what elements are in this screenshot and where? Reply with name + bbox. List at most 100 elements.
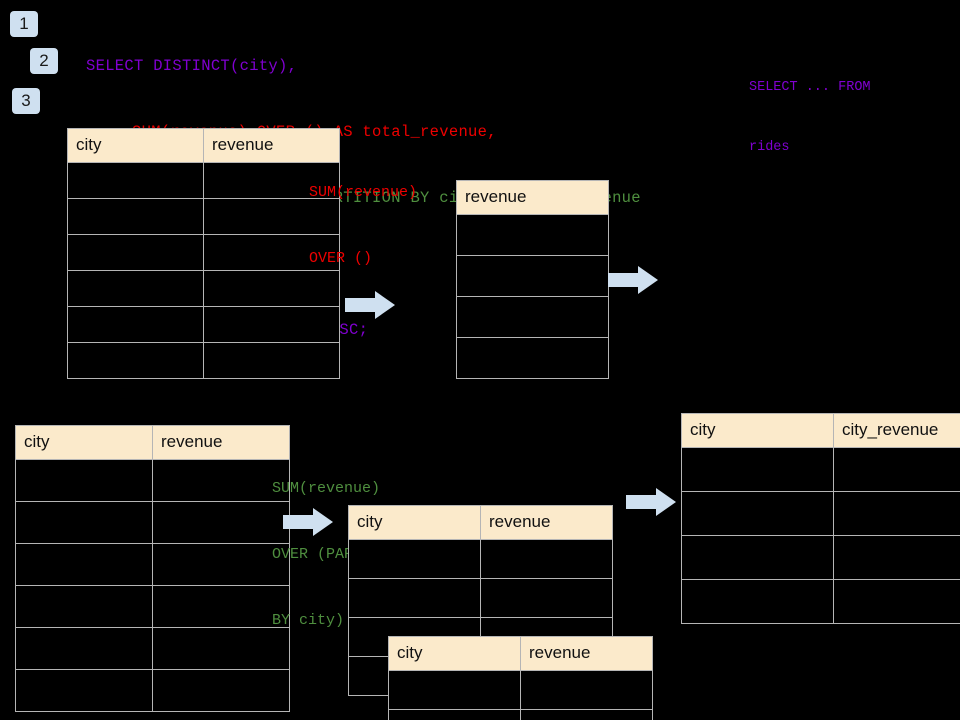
cell-city xyxy=(67,342,204,379)
cell-city-revenue xyxy=(833,491,960,536)
side-note-select-from: SELECT ... FROM rides xyxy=(749,38,871,198)
table-row xyxy=(388,670,653,710)
cell-city xyxy=(15,669,153,712)
table-row xyxy=(67,270,340,307)
right-arrow-icon xyxy=(345,291,395,319)
column-header-city: city xyxy=(67,128,204,163)
cell-revenue xyxy=(152,585,290,628)
table-row xyxy=(15,669,290,712)
cell-revenue xyxy=(520,709,653,720)
column-header-revenue: revenue xyxy=(520,636,653,671)
cell-revenue xyxy=(203,342,340,379)
table-row xyxy=(67,342,340,379)
table-header-row: city revenue xyxy=(348,505,613,540)
cell-city xyxy=(681,535,834,580)
column-header-revenue: revenue xyxy=(152,425,290,460)
table-row xyxy=(15,543,290,586)
annotation-total-revenue-line-2: OVER () xyxy=(309,250,373,267)
step-badge-1[interactable]: 1 xyxy=(10,11,38,37)
cell-revenue xyxy=(152,669,290,712)
column-header-revenue: revenue xyxy=(456,180,609,215)
rides-source-table-partition: city revenue xyxy=(15,425,290,712)
table-row xyxy=(456,214,609,256)
annotation-total-revenue: SUM(revenue) OVER () xyxy=(309,138,417,314)
cell-city xyxy=(348,578,481,618)
cell-city xyxy=(681,491,834,536)
cell-city xyxy=(681,447,834,492)
cell-revenue xyxy=(203,162,340,199)
total-revenue-table: revenue xyxy=(456,180,609,379)
arrow-source-to-total xyxy=(345,289,395,326)
cell-revenue xyxy=(456,255,609,297)
cell-revenue xyxy=(456,296,609,338)
table-row xyxy=(67,162,340,199)
table-row xyxy=(15,459,290,502)
table-row xyxy=(348,578,613,618)
cell-city xyxy=(67,162,204,199)
cell-revenue xyxy=(203,306,340,343)
arrow-partition-to-result xyxy=(626,486,676,523)
table-row xyxy=(67,234,340,271)
table-row xyxy=(456,337,609,379)
table-row xyxy=(456,296,609,338)
step-badge-3[interactable]: 3 xyxy=(12,88,40,114)
column-header-city: city xyxy=(348,505,481,540)
cell-city xyxy=(15,627,153,670)
cell-city-revenue xyxy=(833,579,960,624)
table-header-row: city city_revenue xyxy=(681,413,960,448)
table-header-row: city revenue xyxy=(15,425,290,460)
column-header-city: city xyxy=(15,425,153,460)
column-header-revenue: revenue xyxy=(480,505,613,540)
right-arrow-icon xyxy=(283,508,333,536)
cell-revenue xyxy=(152,543,290,586)
cell-revenue xyxy=(203,234,340,271)
table-row xyxy=(388,709,653,720)
partition-group-b: city revenue xyxy=(388,636,653,720)
table-header-row: city revenue xyxy=(388,636,653,671)
cell-city xyxy=(681,579,834,624)
cell-city-revenue xyxy=(833,535,960,580)
right-arrow-icon xyxy=(608,266,658,294)
cell-city xyxy=(348,539,481,579)
cell-revenue xyxy=(203,198,340,235)
table-header-row: revenue xyxy=(456,180,609,215)
step-badge-2[interactable]: 2 xyxy=(30,48,58,74)
cell-city xyxy=(15,585,153,628)
rides-source-table: city revenue xyxy=(67,128,340,379)
cell-city xyxy=(15,501,153,544)
side-note-line-1: SELECT ... FROM xyxy=(749,80,871,95)
sql-line-select: SELECT DISTINCT(city), xyxy=(86,57,298,75)
cell-revenue xyxy=(480,539,613,579)
cell-city xyxy=(67,306,204,343)
table-row xyxy=(348,539,613,579)
column-header-city-revenue: city_revenue xyxy=(833,413,960,448)
cell-city xyxy=(67,198,204,235)
cell-city xyxy=(15,459,153,502)
table-row xyxy=(67,198,340,235)
cell-city xyxy=(67,270,204,307)
column-header-revenue: revenue xyxy=(203,128,340,163)
cell-revenue xyxy=(152,627,290,670)
table-row xyxy=(15,627,290,670)
cell-revenue xyxy=(456,337,609,379)
table-row xyxy=(681,579,960,624)
table-row xyxy=(456,255,609,297)
cell-city xyxy=(388,709,521,720)
table-row xyxy=(15,585,290,628)
table-row xyxy=(67,306,340,343)
arrow-total-to-right xyxy=(608,264,658,301)
cell-revenue xyxy=(152,459,290,502)
cell-city-revenue xyxy=(833,447,960,492)
table-row xyxy=(681,535,960,580)
final-result-table: city city_revenue xyxy=(681,413,960,624)
cell-revenue xyxy=(152,501,290,544)
table-row xyxy=(681,447,960,492)
table-header-row: city revenue xyxy=(67,128,340,163)
right-arrow-icon xyxy=(626,488,676,516)
table-row xyxy=(681,491,960,536)
annotation-city-revenue-line-3: BY city) xyxy=(272,612,345,629)
table-row xyxy=(15,501,290,544)
cell-revenue xyxy=(480,578,613,618)
cell-city xyxy=(15,543,153,586)
